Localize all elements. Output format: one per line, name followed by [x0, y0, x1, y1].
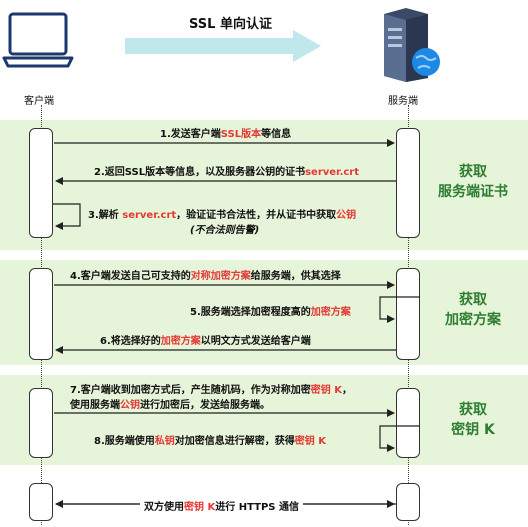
step-7-comma: ， — [342, 385, 352, 396]
section-band-certificate — [0, 120, 528, 250]
step-8-highlight-key: 密钥 K — [294, 436, 326, 447]
final-text-end: 进行 HTTPS 通信 — [215, 502, 299, 513]
step-7-highlight-key: 密钥 K — [310, 385, 342, 396]
server-activation-3 — [396, 388, 420, 458]
final-label: 双方使用密钥 K进行 HTTPS 通信 — [140, 498, 303, 513]
step-5-label: 5.服务端选择加密程度高的加密方案 — [190, 303, 351, 318]
arrow-step-8 — [379, 425, 420, 452]
section-title-cipher: 获取 加密方案 — [418, 290, 528, 330]
section-3-line1: 获取 — [459, 402, 487, 418]
step-6-text-end: 以明文方式发送给客户端 — [200, 336, 311, 347]
step-3-text-mid: ，验证证书合法性，并从证书中获取 — [176, 210, 337, 221]
step-7-text-end: 进行加密后，发送给服务端。 — [140, 400, 270, 411]
server-activation-1 — [396, 128, 420, 238]
step-4-text-end: 给服务端，供其选择 — [250, 271, 341, 282]
client-activation-2 — [29, 268, 53, 360]
section-3-line2: 密钥 K — [451, 422, 495, 438]
section-2-line1: 获取 — [459, 292, 487, 308]
client-activation-1 — [29, 128, 53, 238]
step-1-label: 1.发送客户端SSL版本等信息 — [160, 125, 291, 140]
server-activation-2 — [396, 268, 420, 360]
step-4-label: 4.客户端发送自己可支持的对称加密方案给服务端，供其选择 — [70, 267, 341, 282]
arrow-step-3 — [53, 203, 81, 230]
step-8-text: 8.服务端使用 — [94, 436, 155, 447]
section-2-line2: 加密方案 — [445, 312, 501, 328]
step-1-text: 1.发送客户端 — [160, 129, 221, 140]
step-1-highlight: SSL版本 — [220, 129, 262, 140]
laptop-icon — [2, 8, 74, 70]
step-6-text: 6.将选择好的 — [100, 336, 161, 347]
step-2-text: 2.返回SSL版本等信息，以及服务器公钥的证书 — [94, 167, 306, 178]
final-text: 双方使用 — [144, 502, 184, 513]
client-label: 客户端 — [24, 96, 54, 107]
step-7-highlight-pubkey: 公钥 — [120, 400, 140, 411]
server-activation-4 — [396, 483, 420, 521]
section-title-key: 获取 密钥 K — [418, 400, 528, 440]
section-band-cipher — [0, 260, 528, 365]
step-4-highlight: 对称加密方案 — [190, 271, 251, 282]
step-3-highlight-key: 公钥 — [336, 210, 357, 221]
step-3-note: (不合法则告警) — [190, 225, 260, 236]
server-label: 服务端 — [388, 96, 418, 107]
client-activation-4 — [29, 483, 53, 521]
step-8-highlight-privkey: 私钥 — [154, 436, 175, 447]
section-1-line2: 服务端证书 — [438, 184, 508, 200]
client-activation-3 — [29, 388, 53, 458]
step-6-highlight: 加密方案 — [160, 336, 201, 347]
step-1-text-end: 等信息 — [261, 129, 292, 140]
step-7-label-line2: 使用服务端公钥进行加密后，发送给服务端。 — [70, 396, 270, 411]
step-3-text: 3.解析 — [88, 210, 123, 221]
section-band-key — [0, 375, 528, 465]
step-2-label: 2.返回SSL版本等信息，以及服务器公钥的证书server.crt — [94, 163, 359, 178]
final-highlight: 密钥 K — [184, 502, 216, 513]
step-5-highlight: 加密方案 — [310, 307, 351, 318]
section-1-line1: 获取 — [459, 164, 487, 180]
step-4-text: 4.客户端发送自己可支持的 — [70, 271, 191, 282]
step-7-label: 7.客户端收到加密方式后，产生随机码，作为对称加密密钥 K， — [70, 381, 352, 396]
step-2-highlight: server.crt — [305, 167, 360, 178]
step-8-label: 8.服务端使用私钥对加密信息进行解密，获得密钥 K — [94, 432, 326, 447]
server-globe-icon — [370, 4, 442, 84]
step-6-label: 6.将选择好的加密方案以明文方式发送给客户端 — [100, 332, 311, 347]
step-8-text-mid: 对加密信息进行解密，获得 — [174, 436, 295, 447]
step-3-highlight-cert: server.crt — [122, 210, 177, 221]
section-title-certificate: 获取 服务端证书 — [418, 162, 528, 202]
step-3-label: 3.解析 server.crt，验证证书合法性，并从证书中获取公钥 — [88, 206, 356, 221]
step-7-text-2: 使用服务端 — [70, 400, 120, 411]
step-5-text: 5.服务端选择加密程度高的 — [190, 307, 311, 318]
direction-arrow — [125, 30, 321, 62]
diagram-title: SSL 单向认证 — [189, 17, 272, 32]
arrow-step-5 — [379, 296, 420, 323]
step-7-text: 7.客户端收到加密方式后，产生随机码，作为对称加密 — [70, 385, 311, 396]
